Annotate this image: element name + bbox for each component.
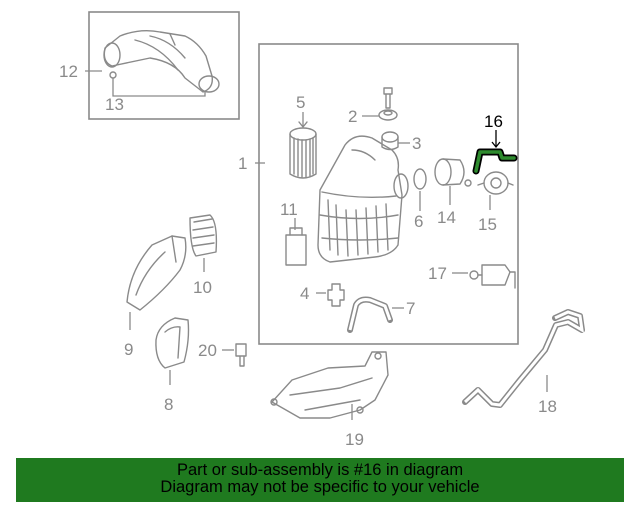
part-5-filter-element (289, 127, 317, 179)
callout-3: 3 (412, 134, 421, 153)
parts-diagram: 12 13 1 5 2 3 6 14 (59, 11, 585, 449)
callout-20: 20 (198, 341, 217, 360)
callout-4: 4 (300, 284, 309, 303)
callout-19: 19 (345, 430, 364, 449)
part-8-air-guide (155, 317, 190, 369)
part-2-bolt (378, 87, 398, 121)
callout-15: 15 (478, 215, 497, 234)
part-12-intake-duct (103, 29, 220, 93)
part-15-valve (477, 171, 514, 195)
callout-2: 2 (348, 107, 357, 126)
part-7-pipe (347, 296, 393, 333)
callout-6: 6 (414, 212, 423, 231)
callout-5: 5 (296, 93, 305, 112)
group-box-12 (88, 11, 240, 120)
part-9-air-duct (126, 235, 187, 311)
callout-1: 1 (238, 154, 247, 173)
part-4-fitting (327, 283, 345, 307)
part-10-resonator (189, 214, 218, 257)
part-19-bracket (270, 351, 389, 419)
part-6-seal-ring (413, 168, 427, 190)
callout-17: 17 (428, 264, 447, 283)
part-18-vacuum-pipe (462, 309, 585, 408)
callout-13: 13 (105, 95, 124, 114)
part-17-solenoid (469, 264, 516, 289)
part-20-bolt (235, 343, 247, 367)
banner-line-1: Part or sub-assembly is #16 in diagram (176, 461, 464, 479)
callout-18: 18 (538, 397, 557, 416)
callout-16: 16 (484, 112, 503, 131)
callout-12: 12 (59, 62, 78, 81)
callout-9: 9 (124, 340, 133, 359)
callout-14: 14 (437, 208, 456, 227)
info-banner: Part or sub-assembly is #16 in diagram D… (16, 458, 624, 502)
callout-7: 7 (406, 299, 415, 318)
part-1-air-cleaner-housing (317, 135, 409, 263)
part-14-intake-connector (434, 158, 472, 187)
part-3-grommet (381, 131, 399, 151)
part-11-sensor (285, 227, 307, 266)
banner-line-2: Diagram may not be specific to your vehi… (160, 478, 480, 496)
callout-11: 11 (280, 200, 298, 219)
callout-8: 8 (164, 395, 173, 414)
callout-10: 10 (193, 278, 212, 297)
group-box-1 (258, 43, 519, 345)
part-16-hose-highlighted (472, 148, 518, 175)
